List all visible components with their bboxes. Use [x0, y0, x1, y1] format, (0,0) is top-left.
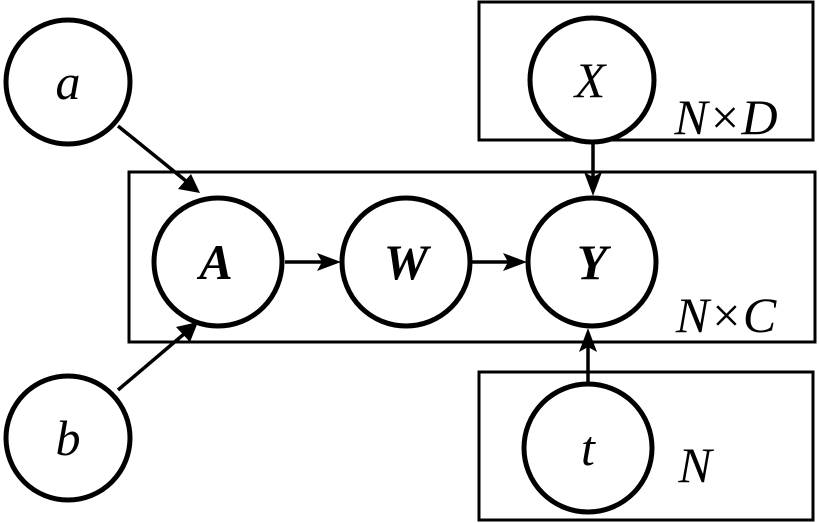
- node-W: W: [339, 195, 473, 329]
- edge-b-to-A: [116, 332, 186, 392]
- arrowhead-b-to-A: [176, 322, 198, 342]
- node-t-label: t: [581, 420, 596, 476]
- plate-n-by-d: [477, 0, 815, 142]
- node-Y-label: Y: [577, 234, 612, 290]
- node-X-label: X: [573, 52, 608, 108]
- node-X: X: [527, 15, 657, 145]
- arrowhead-W-to-Y: [503, 253, 527, 271]
- node-b-label: b: [56, 410, 81, 466]
- node-t: t: [521, 381, 655, 515]
- plate-n-by-c: [127, 170, 817, 344]
- arrowhead-X-to-Y: [584, 172, 602, 196]
- node-W-label: W: [384, 234, 432, 290]
- node-Y: Y: [525, 195, 659, 329]
- arrowhead-a-to-A: [178, 174, 200, 193]
- plate-n-by-d-label: N×D: [673, 89, 777, 145]
- arrowhead-t-to-Y: [579, 328, 597, 352]
- edges: [116, 124, 602, 392]
- plate-n-by-c-label: N×C: [675, 287, 777, 343]
- node-A: A: [151, 195, 285, 329]
- node-a: a: [3, 17, 133, 147]
- node-A-label: A: [196, 234, 232, 290]
- plate-n-label: N: [677, 437, 714, 493]
- node-b: b: [3, 373, 133, 503]
- edge-a-to-A: [116, 124, 188, 183]
- arrowhead-A-to-W: [317, 253, 341, 271]
- plate-n: [477, 370, 815, 522]
- node-a-label: a: [56, 54, 81, 110]
